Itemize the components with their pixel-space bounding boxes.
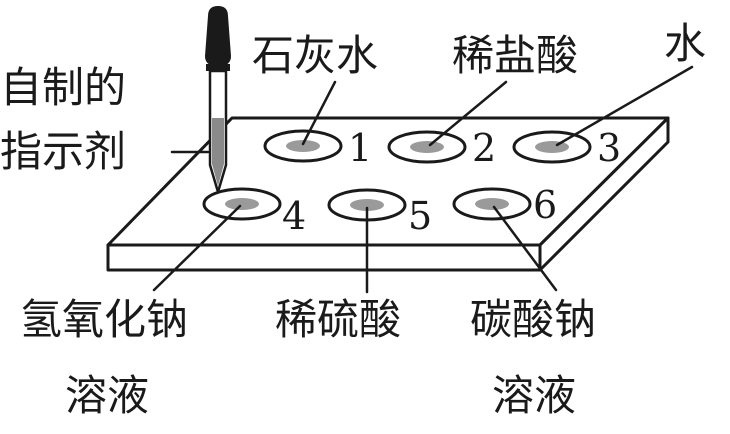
plate-front-face [106, 243, 542, 272]
number-well-1: 1 [348, 126, 372, 170]
leader-well-6 [492, 205, 558, 292]
leader-lines [152, 65, 694, 294]
well-2-liquid [410, 141, 444, 153]
label-well-2: 稀盐酸 [452, 31, 578, 80]
dropper [205, 6, 231, 194]
leader-well-3 [555, 65, 694, 147]
number-well-4: 4 [282, 194, 306, 238]
label-well-6-line2: 溶液 [492, 371, 576, 420]
leader-well-2 [428, 80, 508, 147]
number-well-6: 6 [533, 183, 557, 227]
well-4 [202, 187, 282, 221]
label-well-1: 石灰水 [252, 31, 378, 80]
dropper-neck [206, 64, 230, 71]
number-well-5: 5 [408, 194, 432, 238]
indicator-label-line2: 指示剂 [0, 127, 126, 176]
well-4-liquid [225, 198, 259, 210]
label-well-4-line2: 溶液 [65, 371, 149, 420]
number-well-2: 2 [472, 126, 496, 170]
well-3 [512, 130, 592, 164]
well-5 [327, 188, 407, 222]
dropper-bulb [205, 6, 231, 66]
leader-well-4 [152, 204, 242, 292]
well-6 [452, 187, 532, 221]
indicator-label-line1: 自制的 [0, 63, 126, 112]
well-3-liquid [535, 141, 569, 153]
label-well-4-line1: 氢氧化钠 [20, 295, 188, 344]
well-6-liquid [475, 198, 509, 210]
number-well-3: 3 [597, 126, 621, 170]
label-well-6-line1: 碳酸钠 [470, 295, 596, 344]
well-5-liquid [350, 199, 384, 211]
well-1-liquid [286, 140, 320, 152]
label-well-5: 稀硫酸 [275, 295, 401, 344]
well-2 [387, 130, 467, 164]
leader-well-1 [301, 80, 337, 146]
dropper-liquid [212, 118, 224, 186]
label-well-3: 水 [664, 19, 706, 68]
plate-side-face [538, 116, 670, 272]
well-1 [263, 129, 343, 163]
